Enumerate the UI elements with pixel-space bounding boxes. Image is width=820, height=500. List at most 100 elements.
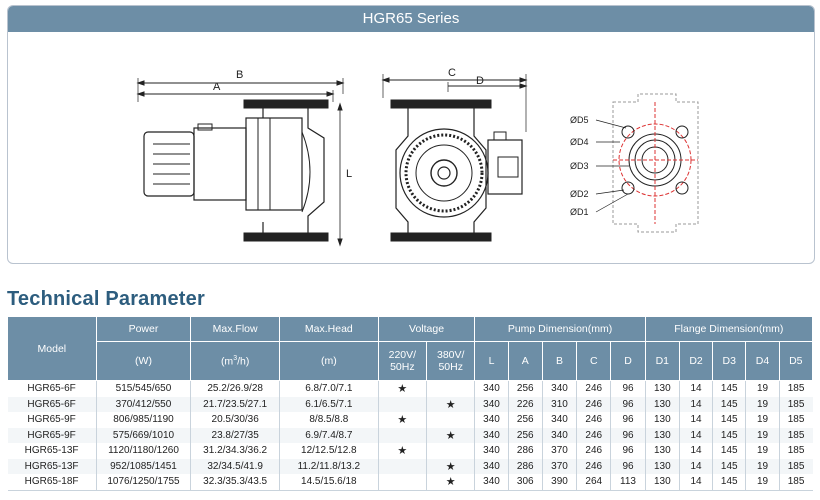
cell-d3: 145 [712,474,746,491]
flange-label-d5: ØD5 [570,115,589,125]
cell-flow: 25.2/26.9/28 [190,380,280,397]
cell-d2: 14 [678,396,713,412]
flange-view-labels: ØD5 ØD4 ØD3 ØD2 ØD1 [570,115,589,217]
cell-220v: ★ [377,443,427,459]
cell-power: 952/1085/1451 [95,458,191,474]
table-row: HGR65-13F 1120/1180/1260 31.2/34.3/36.2 … [7,443,813,459]
header-220v: 220V/50Hz [377,341,428,381]
cell-d2: 14 [678,380,713,397]
cell-c: 246 [576,443,611,459]
cell-380v [426,443,475,459]
cell-d5: 185 [778,396,813,412]
cell-220v [377,427,427,443]
cell-l: 340 [474,396,509,412]
cell-d2: 14 [678,412,713,428]
cell-d1: 130 [644,380,680,397]
cell-d3: 145 [712,396,746,412]
dim-label-l: L [346,168,352,180]
cell-head: 6.8/7.0/7.1 [278,380,379,397]
cell-380v: ★ [426,474,475,491]
cell-d: 96 [610,380,646,397]
header-pump-a: A [507,341,543,381]
cell-d1: 130 [644,443,680,459]
cell-220v [377,474,427,491]
header-flange-dimension: Flange Dimension(mm) [644,316,814,342]
cell-d4: 19 [745,458,780,474]
cell-power: 515/545/650 [95,380,191,397]
cell-d5: 185 [778,443,813,459]
cell-d1: 130 [644,412,680,428]
cell-b: 370 [541,443,577,459]
cell-220v [377,396,427,412]
cell-flow: 21.7/23.5/27.1 [190,396,280,412]
cell-b: 340 [541,427,577,443]
cell-a: 306 [507,474,543,491]
cell-d5: 185 [778,474,813,491]
cell-model: HGR65-9F [7,412,97,428]
header-pump-b: B [541,341,578,381]
cell-a: 256 [507,412,543,428]
dim-label-a: A [213,81,221,93]
cell-head: 14.5/15.6/18 [278,474,379,491]
cell-c: 246 [576,412,611,428]
header-pump-d: D [610,341,646,381]
cell-model: HGR65-13F [7,443,97,459]
cell-c: 246 [576,458,611,474]
cell-d3: 145 [712,458,746,474]
front-view-labels: C D [448,67,484,87]
cell-model: HGR65-6F [7,396,97,412]
cell-d: 96 [610,396,646,412]
cell-head: 6.1/6.5/7.1 [278,396,379,412]
cell-head: 12/12.5/12.8 [278,443,379,459]
cell-c: 264 [576,474,611,491]
header-model: Model [7,316,97,381]
cell-a: 226 [507,396,543,412]
cell-d2: 14 [678,458,713,474]
cell-d2: 14 [678,443,713,459]
header-flange-d5: D5 [778,341,814,381]
cell-flow: 32/34.5/41.9 [190,458,280,474]
cell-d2: 14 [678,474,713,491]
table-row: HGR65-18F 1076/1250/1755 32.3/35.3/43.5 … [7,474,813,491]
cell-head: 8/8.5/8.8 [278,412,379,428]
cell-d: 96 [610,427,646,443]
cell-model: HGR65-13F [7,458,97,474]
flange-view-drawing [595,93,699,233]
cell-power: 806/985/1190 [95,412,191,428]
header-head-unit: (m) [278,341,379,381]
cell-c: 246 [576,380,611,397]
cell-l: 340 [474,474,509,491]
cell-power: 575/669/1010 [95,427,191,443]
dim-label-c: C [448,67,456,79]
cell-380v [426,412,475,428]
cell-380v: ★ [426,427,475,443]
flange-label-d3: ØD3 [570,161,589,171]
cell-d1: 130 [644,474,680,491]
cell-380v [426,380,475,397]
cell-d4: 19 [745,443,780,459]
header-voltage: Voltage [377,316,476,342]
cell-model: HGR65-18F [7,474,97,491]
flange-label-d2: ØD2 [570,189,589,199]
cell-d1: 130 [644,458,680,474]
header-max-flow: Max.Flow [190,316,280,342]
cell-d4: 19 [745,396,780,412]
cell-flow: 20.5/30/36 [190,412,280,428]
front-view-drawing [381,74,528,242]
cell-d3: 145 [712,412,746,428]
cell-d5: 185 [778,427,813,443]
cell-power: 1120/1180/1260 [95,443,191,459]
side-view-labels: A B L [213,69,352,180]
cell-c: 246 [576,427,611,443]
cell-220v: ★ [377,380,427,397]
header-380v: 380V/50Hz [426,341,476,381]
cell-model: HGR65-6F [7,380,97,397]
header-pump-c: C [576,341,612,381]
table-row: HGR65-9F 806/985/1190 20.5/30/36 8/8.5/8… [7,412,813,428]
cell-b: 370 [541,458,577,474]
flange-label-d4: ØD4 [570,137,589,147]
cell-d5: 185 [778,458,813,474]
table-row: HGR65-13F 952/1085/1451 32/34.5/41.9 11.… [7,458,813,474]
drawing-panel: HGR65 Series [7,5,815,264]
header-flange-d1: D1 [644,341,680,381]
